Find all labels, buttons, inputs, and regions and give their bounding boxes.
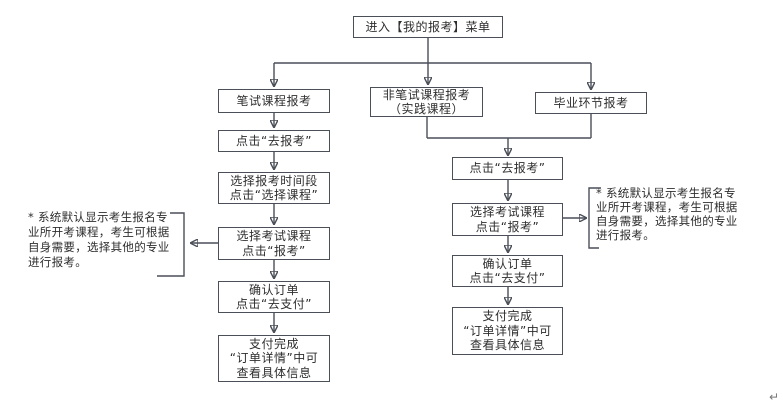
- trunk-connector: [274, 38, 591, 89]
- node-enter-my-registration-menu: 进入【我的报考】菜单: [353, 16, 503, 38]
- note-right-default-major-courses: * 系统默认显示考生报名专 业所开考课程，考生可根据 自身需要，选择其他的专业 …: [596, 186, 738, 242]
- node-left-payment-complete: 支付完成 “订单详情”中可 查看具体信息: [218, 335, 330, 382]
- node-graduation-stage-registration: 毕业环节报考: [535, 92, 647, 114]
- right-flow-connectors: [508, 180, 586, 304]
- paragraph-return-mark: ↵: [769, 390, 780, 404]
- node-right-payment-complete: 支付完成 “订单详情”中可 查看具体信息: [452, 307, 563, 355]
- left-flow-connectors: [191, 113, 274, 332]
- node-non-written-course-registration: 非笔试课程报考 （实践课程）: [370, 87, 483, 117]
- right-note-bracket: [588, 187, 601, 249]
- node-left-select-time-period: 选择报考时间段 点击“选择课程”: [218, 172, 330, 204]
- node-right-click-go-register: 点击“去报考”: [452, 157, 563, 180]
- node-left-click-go-register: 点击“去报考”: [218, 130, 330, 152]
- left-note-bracket: [157, 212, 185, 277]
- node-left-select-exam-course: 选择考试课程 点击“报考”: [218, 227, 330, 260]
- note-left-default-major-courses: * 系统默认显示考生报名专 业所开考课程，考生可根据 自身需要，选择其他的专业 …: [28, 210, 170, 269]
- merge-connector: [426, 114, 592, 155]
- node-right-confirm-order: 确认订单 点击“去支付”: [452, 255, 563, 287]
- node-left-confirm-order: 确认订单 点击“去支付”: [218, 281, 330, 313]
- node-right-select-exam-course: 选择考试课程 点击“报考”: [452, 203, 563, 236]
- node-written-course-registration: 笔试课程报考: [218, 89, 330, 113]
